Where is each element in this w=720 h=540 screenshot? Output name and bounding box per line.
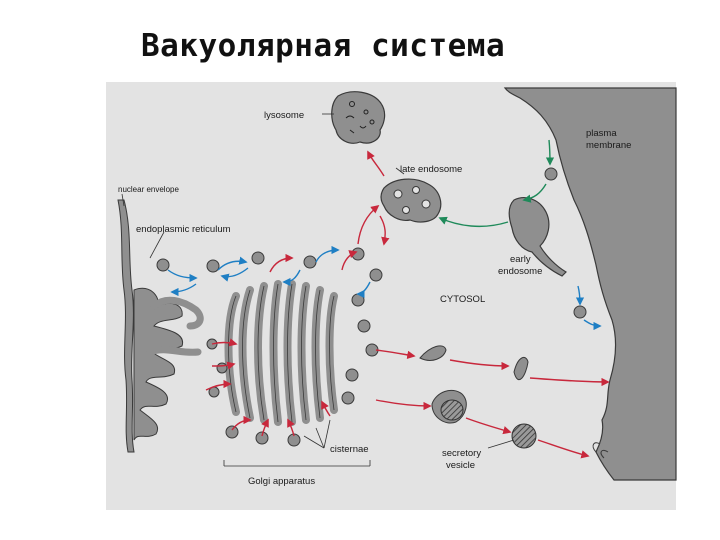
endocytic-vesicle xyxy=(544,167,558,181)
label-early-endosome-line2: endosome xyxy=(498,266,542,277)
late-endosome xyxy=(380,178,442,223)
label-cytosol: CYTOSOL xyxy=(440,294,485,305)
label-nuclear-envelope: nuclear envelope xyxy=(118,185,179,194)
label-early-endosome-line1: early xyxy=(510,254,531,265)
label-late-endosome: late endosome xyxy=(400,164,462,175)
nuclear-envelope xyxy=(117,199,135,453)
er-branch xyxy=(146,346,202,356)
label-lysosome: lysosome xyxy=(264,110,304,121)
golgi-stack-outline xyxy=(228,283,335,423)
constitutive-vesicle xyxy=(513,356,529,381)
plasma-membrane-ruffles xyxy=(592,442,609,459)
er-branch xyxy=(150,296,204,330)
constitutive-vesicle xyxy=(419,345,447,361)
label-endoplasmic-reticulum: endoplasmic reticulum xyxy=(136,224,231,235)
slide-title: Вакуолярная система xyxy=(141,28,506,64)
lysosome xyxy=(331,91,386,144)
endocytic-arrows xyxy=(438,139,555,227)
secretory-granule xyxy=(440,399,464,421)
retrieval-arrows xyxy=(167,245,602,331)
plasma-membrane xyxy=(503,87,677,481)
label-plasma-membrane-line2: membrane xyxy=(586,140,631,151)
endoplasmic-reticulum xyxy=(133,288,184,441)
label-cisternae: cisternae xyxy=(330,444,369,455)
lysosome-contents xyxy=(345,101,375,134)
secretory-vesicle xyxy=(511,423,537,449)
label-golgi-apparatus: Golgi apparatus xyxy=(248,476,315,487)
label-secretory-vesicle-line2: vesicle xyxy=(446,460,475,471)
label-plasma-membrane-line1: plasma xyxy=(586,128,617,139)
endocytic-vesicle xyxy=(573,305,587,319)
early-endosome xyxy=(508,197,567,277)
leader-lines xyxy=(121,113,515,467)
secretory-arrows xyxy=(205,150,610,459)
label-secretory-vesicle-line1: secretory xyxy=(442,448,481,459)
late-endosome-vesicles xyxy=(393,186,431,214)
